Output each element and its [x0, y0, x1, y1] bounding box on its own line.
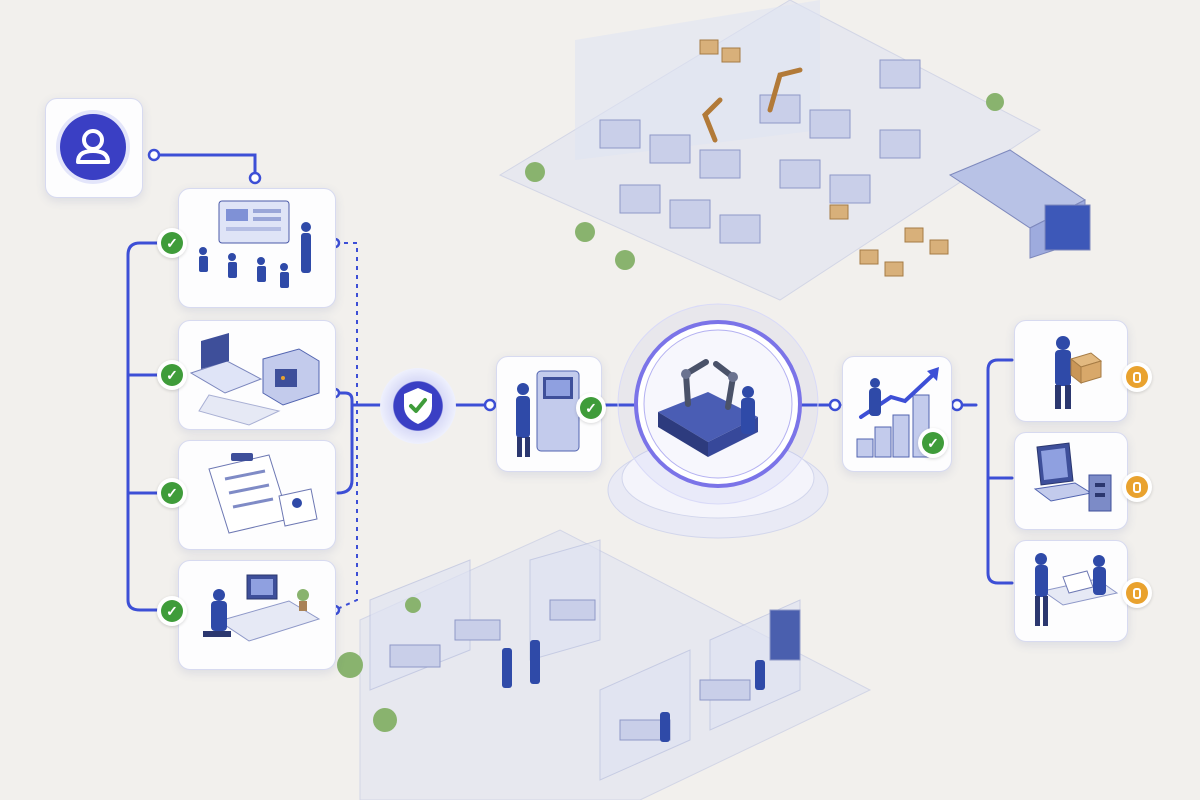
- check-badge: ✓: [918, 428, 948, 458]
- robotic-assembly-hub[interactable]: [598, 292, 838, 552]
- connector-dot: [950, 398, 964, 412]
- connector-dot: [147, 148, 161, 162]
- check-badge: ✓: [157, 478, 187, 508]
- check-icon: ✓: [580, 397, 602, 419]
- connector-start-to-steps: [152, 153, 257, 180]
- user-icon: [60, 114, 126, 180]
- pending-icon: [1126, 366, 1148, 388]
- check-icon: ✓: [161, 482, 183, 504]
- check-icon: ✓: [922, 432, 944, 454]
- meeting-illustration: [1035, 553, 1119, 626]
- connector-dashed-bypass: [334, 242, 358, 611]
- training-illustration: [199, 200, 311, 288]
- check-badge: ✓: [157, 228, 187, 258]
- output-package-delivery[interactable]: [1014, 320, 1128, 422]
- factory-floor-illustration: [498, 0, 1091, 301]
- connector-dot: [483, 398, 497, 412]
- pending-badge: [1122, 472, 1152, 502]
- pending-badge: [1122, 362, 1152, 392]
- check-badge: ✓: [157, 360, 187, 390]
- shield-check-icon: [404, 388, 432, 424]
- step-desk-workstation[interactable]: [178, 560, 336, 670]
- input-trunk-left: [126, 241, 170, 612]
- laptop-illustration: [1033, 442, 1112, 512]
- input-merge-right: [333, 391, 354, 495]
- check-badge: ✓: [576, 393, 606, 423]
- connector-dot: [248, 171, 262, 185]
- security-gate[interactable]: [380, 368, 456, 444]
- pending-icon: [1126, 476, 1148, 498]
- equipment-illustration: [189, 333, 320, 426]
- output-laptop-server[interactable]: [1014, 432, 1128, 530]
- pending-icon: [1126, 582, 1148, 604]
- start-node[interactable]: [45, 98, 143, 198]
- check-icon: ✓: [161, 600, 183, 622]
- package-illustration: [1055, 336, 1103, 409]
- output-client-meeting[interactable]: [1014, 540, 1128, 642]
- check-icon: ✓: [161, 232, 183, 254]
- hub-illustration: [607, 303, 829, 539]
- terminal-illustration: [516, 370, 580, 457]
- desk-illustration: [203, 574, 321, 642]
- check-badge: ✓: [157, 596, 187, 626]
- connector-dot: [828, 398, 842, 412]
- office-floor-illustration: [337, 529, 872, 800]
- check-icon: ✓: [161, 364, 183, 386]
- output-trunk: [986, 358, 1014, 585]
- step-training-session[interactable]: [178, 188, 336, 308]
- step-equipment-setup[interactable]: [178, 320, 336, 430]
- pending-badge: [1122, 578, 1152, 608]
- documentation-illustration: [208, 453, 318, 534]
- step-documentation-review[interactable]: [178, 440, 336, 550]
